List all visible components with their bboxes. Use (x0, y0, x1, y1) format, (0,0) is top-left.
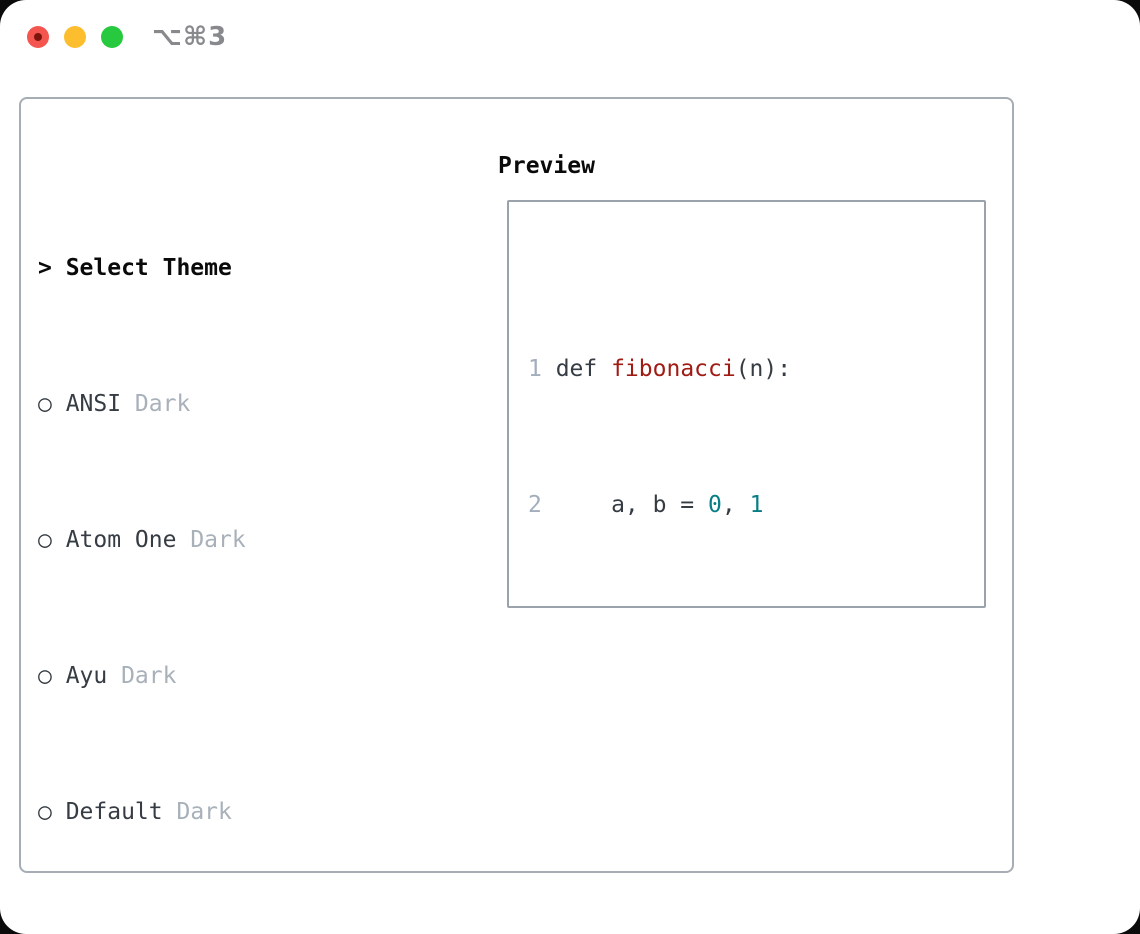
number-token: 0 (708, 492, 722, 518)
title-bar: ⌥⌘3 (0, 0, 1140, 74)
close-button-icon[interactable] (27, 26, 49, 48)
zoom-button-icon[interactable] (101, 26, 123, 48)
radio-icon: ○ (38, 799, 52, 825)
number-token: 1 (749, 492, 764, 518)
cursor-icon: > (38, 255, 52, 281)
theme-name: ANSI (65, 391, 122, 417)
theme-variant: Dark (134, 391, 191, 417)
minimize-button-icon[interactable] (64, 26, 86, 48)
line-number: 2 (528, 492, 542, 518)
code-line: 2 a, b = 0, 1 (528, 488, 984, 522)
function-name-token: fibonacci (611, 356, 736, 382)
theme-name: Atom One (65, 527, 177, 553)
preview-title: Preview (498, 153, 595, 179)
theme-variant: Dark (190, 527, 246, 553)
select-theme-label: Select Theme (65, 255, 232, 281)
radio-icon: ○ (38, 663, 52, 689)
select-theme-header: > Select Theme (38, 251, 426, 285)
theme-variant: Dark (121, 663, 177, 689)
radio-icon: ○ (38, 391, 52, 417)
theme-option-atom-one-dark[interactable]: ○ Atom One Dark (38, 523, 426, 557)
theme-name: Ayu (65, 663, 108, 689)
theme-name: Default (65, 799, 163, 825)
theme-variant: Dark (176, 799, 232, 825)
theme-option-ansi-dark[interactable]: ○ ANSI Dark (38, 387, 426, 421)
window-title: ⌥⌘3 (152, 22, 228, 52)
radio-icon: ○ (38, 527, 52, 553)
theme-option-ayu-dark[interactable]: ○ Ayu Dark (38, 659, 426, 693)
line-number: 1 (528, 356, 542, 382)
theme-option-default-dark[interactable]: ○ Default Dark (38, 795, 426, 829)
